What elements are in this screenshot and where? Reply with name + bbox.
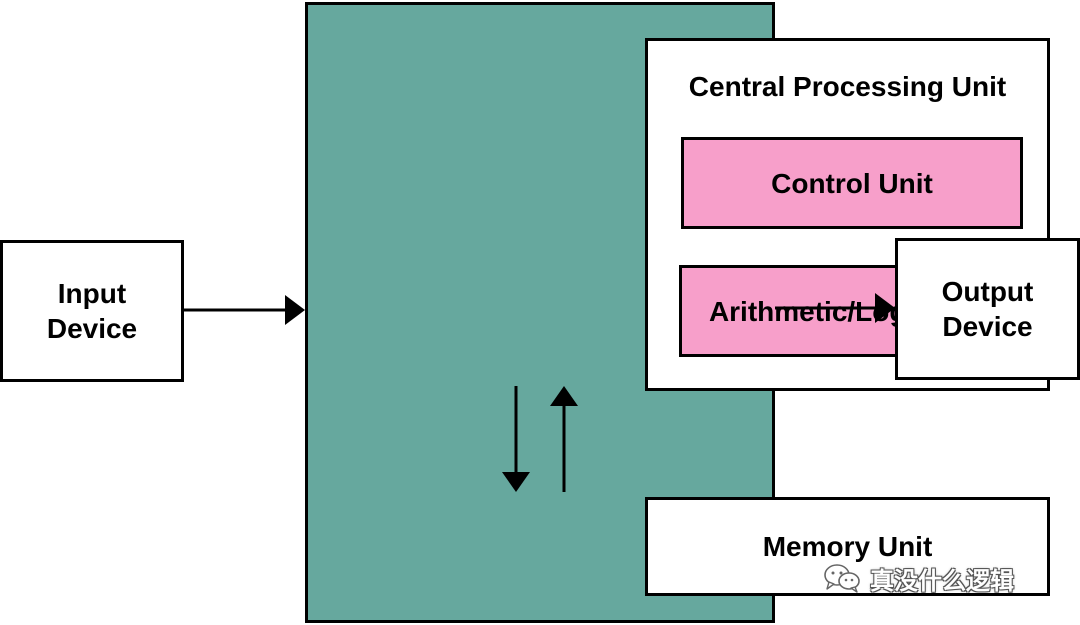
computer-box: Central Processing Unit Control Unit Ari… bbox=[305, 2, 1050, 623]
input-device-label-line2: Device bbox=[46, 313, 138, 344]
output-device-label-line2: Device bbox=[942, 311, 1033, 342]
watermark-text: 真没什么逻辑 bbox=[870, 566, 1014, 595]
arrow-memory-to-cpu bbox=[550, 386, 578, 492]
control-unit-box: Control Unit bbox=[681, 137, 1023, 229]
input-device-box: Input Device bbox=[0, 240, 184, 382]
arrow-input-to-computer bbox=[184, 295, 305, 325]
watermark: 真没什么逻辑 bbox=[822, 560, 1014, 596]
control-unit-label: Control Unit bbox=[771, 167, 933, 199]
output-device-label-line1: Output bbox=[941, 276, 1034, 307]
memory-unit-label: Memory Unit bbox=[762, 531, 933, 562]
cpu-title: Central Processing Unit bbox=[688, 71, 1007, 102]
wechat-icon bbox=[824, 564, 860, 593]
arrow-computer-to-output bbox=[775, 293, 895, 323]
arrow-cpu-to-memory bbox=[502, 386, 530, 492]
input-device-label-line1: Input bbox=[57, 278, 127, 309]
output-device-box: Output Device bbox=[895, 238, 1080, 380]
